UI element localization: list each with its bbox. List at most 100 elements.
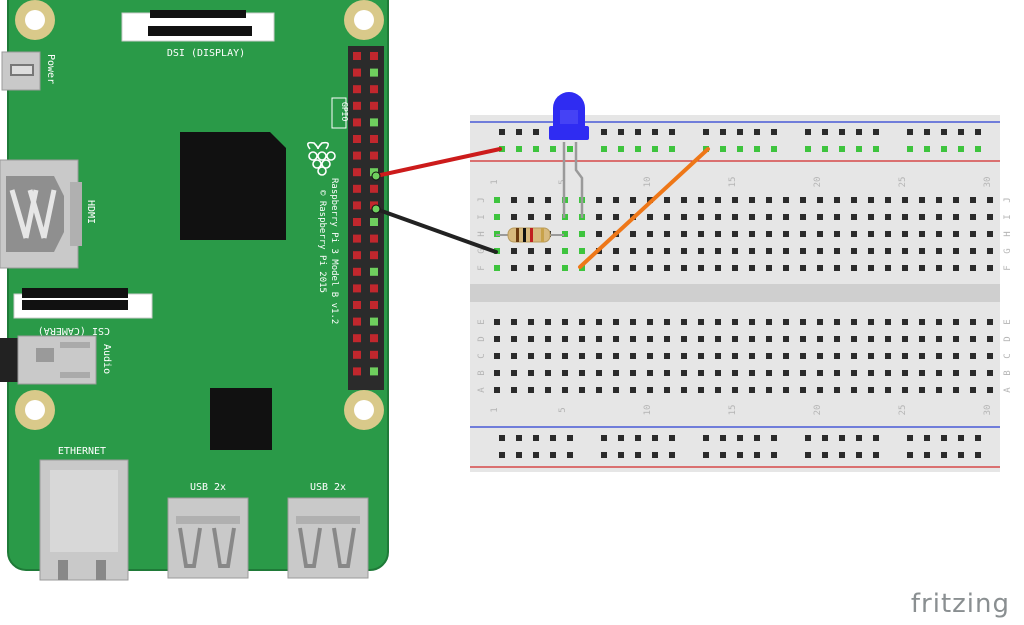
breadboard-hole bbox=[715, 214, 721, 220]
breadboard-hole bbox=[839, 129, 845, 135]
breadboard-hole bbox=[851, 370, 857, 376]
gpio-pin bbox=[370, 101, 378, 110]
breadboard-hole bbox=[902, 387, 908, 393]
gpio-pin bbox=[353, 267, 361, 276]
breadboard-hole bbox=[868, 319, 874, 325]
breadboard-hole bbox=[766, 197, 772, 203]
breadboard-hole bbox=[516, 129, 522, 135]
breadboard-hole bbox=[511, 214, 517, 220]
row-label: F bbox=[1003, 265, 1013, 270]
breadboard-hole bbox=[550, 435, 556, 441]
breadboard-hole bbox=[499, 452, 505, 458]
breadboard-hole bbox=[941, 129, 947, 135]
breadboard-hole bbox=[856, 435, 862, 441]
row-label: G bbox=[477, 248, 487, 253]
breadboard-hole bbox=[783, 214, 789, 220]
breadboard-hole bbox=[800, 197, 806, 203]
breadboard-hole bbox=[953, 319, 959, 325]
breadboard-hole bbox=[545, 336, 551, 342]
breadboard-hole bbox=[579, 231, 585, 237]
breadboard-hole bbox=[715, 353, 721, 359]
breadboard-hole bbox=[856, 129, 862, 135]
col-label: 25 bbox=[898, 177, 908, 188]
gpio-pin bbox=[353, 301, 361, 309]
breadboard-hole bbox=[822, 452, 828, 458]
breadboard-hole bbox=[613, 336, 619, 342]
breadboard-hole bbox=[681, 370, 687, 376]
breadboard-hole bbox=[579, 370, 585, 376]
breadboard-hole bbox=[647, 319, 653, 325]
breadboard-hole bbox=[851, 248, 857, 254]
breadboard-hole bbox=[732, 231, 738, 237]
ethernet-label: ETHERNET bbox=[58, 446, 106, 457]
breadboard-hole bbox=[868, 248, 874, 254]
gpio-label-box: GPIO bbox=[331, 97, 349, 129]
breadboard-hole bbox=[902, 370, 908, 376]
breadboard-hole bbox=[766, 387, 772, 393]
breadboard-hole bbox=[839, 435, 845, 441]
col-label: 10 bbox=[643, 405, 653, 416]
breadboard-hole bbox=[579, 248, 585, 254]
breadboard-hole bbox=[669, 435, 675, 441]
copyright-label: © Raspberry Pi 2015 bbox=[317, 190, 327, 293]
breadboard-hole bbox=[664, 370, 670, 376]
gpio-pin bbox=[353, 334, 361, 343]
breadboard-hole bbox=[732, 214, 738, 220]
row-label: G bbox=[1003, 248, 1013, 253]
breadboard-hole bbox=[715, 197, 721, 203]
breadboard-hole bbox=[737, 435, 743, 441]
breadboard-hole bbox=[664, 214, 670, 220]
breadboard-hole bbox=[822, 129, 828, 135]
breadboard-hole bbox=[953, 336, 959, 342]
col-label: 10 bbox=[643, 177, 653, 188]
gpio-pin bbox=[353, 184, 361, 193]
col-label: 20 bbox=[813, 177, 823, 188]
breadboard-hole bbox=[885, 336, 891, 342]
breadboard-hole bbox=[902, 319, 908, 325]
gpio-pin bbox=[370, 68, 378, 77]
breadboard-hole bbox=[873, 452, 879, 458]
breadboard-hole bbox=[800, 336, 806, 342]
breadboard-hole bbox=[766, 319, 772, 325]
col-label: 30 bbox=[983, 405, 993, 416]
breadboard-hole bbox=[528, 336, 534, 342]
breadboard-hole bbox=[698, 231, 704, 237]
breadboard-hole bbox=[834, 248, 840, 254]
breadboard-hole bbox=[953, 265, 959, 271]
breadboard-hole bbox=[783, 370, 789, 376]
breadboard-hole bbox=[919, 370, 925, 376]
row-label: H bbox=[1003, 231, 1013, 236]
breadboard-hole bbox=[817, 231, 823, 237]
breadboard-hole bbox=[766, 265, 772, 271]
breadboard-hole bbox=[919, 353, 925, 359]
led-highlight bbox=[560, 110, 578, 124]
breadboard-hole bbox=[698, 214, 704, 220]
breadboard-hole bbox=[834, 197, 840, 203]
breadboard-hole bbox=[953, 353, 959, 359]
breadboard-hole bbox=[919, 197, 925, 203]
breadboard-hole bbox=[494, 353, 500, 359]
gpio-pin bbox=[370, 267, 378, 276]
gpio-pin bbox=[370, 151, 378, 160]
row-label: B bbox=[477, 370, 487, 375]
gpio-pin bbox=[353, 317, 361, 326]
row-label: E bbox=[1003, 319, 1013, 324]
col-label: 15 bbox=[728, 177, 738, 188]
breadboard-hole bbox=[941, 452, 947, 458]
gpio-pin bbox=[370, 52, 378, 60]
breadboard-hole bbox=[970, 353, 976, 359]
breadboard-hole bbox=[732, 197, 738, 203]
breadboard-hole bbox=[647, 231, 653, 237]
mount-hole-bottom-left bbox=[15, 390, 55, 430]
breadboard-hole bbox=[834, 231, 840, 237]
gpio-pin bbox=[370, 334, 378, 343]
breadboard-hole bbox=[664, 231, 670, 237]
breadboard-hole bbox=[817, 370, 823, 376]
breadboard-hole bbox=[834, 319, 840, 325]
breadboard-hole bbox=[902, 336, 908, 342]
gpio-pin bbox=[370, 284, 378, 293]
gpio-pin bbox=[370, 317, 378, 326]
breadboard-hole bbox=[732, 387, 738, 393]
breadboard-hole bbox=[805, 129, 811, 135]
breadboard-hole bbox=[511, 353, 517, 359]
